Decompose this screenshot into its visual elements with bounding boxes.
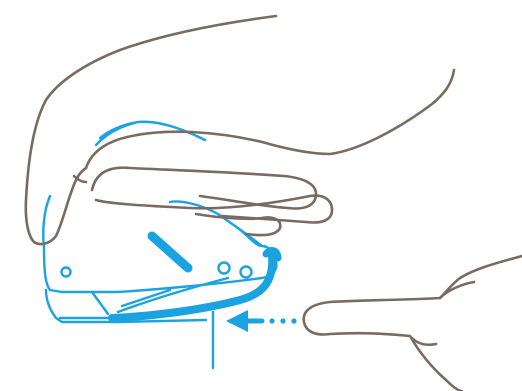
device-lower-edge bbox=[44, 288, 122, 324]
device-release-lever bbox=[108, 252, 277, 322]
device-hole-right bbox=[239, 265, 253, 279]
device-icon bbox=[42, 120, 278, 324]
device-lever-cap bbox=[262, 247, 282, 262]
device-slot-mark bbox=[147, 231, 193, 273]
guide-base bbox=[118, 318, 208, 324]
device-top-shell-inner bbox=[98, 120, 140, 140]
hand-outline bbox=[24, 14, 278, 246]
device-accents bbox=[108, 231, 282, 322]
pointing-thumb-fold bbox=[438, 280, 476, 300]
device-hole-mid bbox=[217, 261, 231, 275]
pointing-finger-icon bbox=[302, 254, 522, 391]
arrow-head bbox=[226, 310, 248, 332]
device-lever-left bbox=[90, 290, 110, 316]
press-arrow-icon bbox=[226, 310, 297, 332]
arrow-dot-1 bbox=[291, 318, 297, 324]
hand-finger-1 bbox=[90, 166, 318, 210]
hand-thumb bbox=[84, 68, 456, 170]
device-lever-inner bbox=[120, 288, 172, 308]
hand-icon bbox=[24, 14, 456, 246]
pointing-finger-outline bbox=[302, 254, 522, 391]
arrow-dot-3 bbox=[269, 318, 275, 324]
hand-knuckle-detail bbox=[72, 174, 88, 184]
arrow-dot-2 bbox=[280, 318, 286, 324]
device-hole-left bbox=[60, 266, 72, 278]
device-lever-mid bbox=[116, 276, 230, 314]
hand-finger-3 bbox=[194, 212, 282, 237]
device-front-edge bbox=[42, 194, 52, 250]
pointing-palm-curl bbox=[410, 336, 438, 347]
device-side-ridge bbox=[236, 226, 264, 248]
hand-finger-2 bbox=[94, 194, 334, 224]
